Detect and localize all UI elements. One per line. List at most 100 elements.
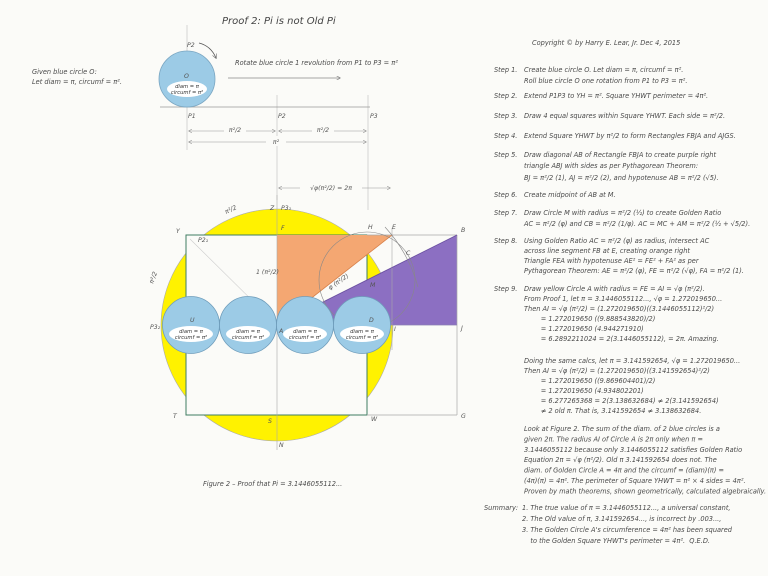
- old-pi-calc-line: = 1.272019650 ((9.869604401)/2): [524, 377, 655, 385]
- point-f: F: [281, 225, 285, 232]
- look-paragraph-line: (4π)(π) = 4π². The perimeter of Square Y…: [524, 477, 746, 485]
- step-text: BJ = π²/2 (1), AJ = π²/2 (2), and hypote…: [524, 174, 719, 182]
- label-p2: P2: [278, 113, 286, 120]
- old-pi-calc-line: = 6.277265368 = 2(3.138632684) ≠ 2(3.141…: [524, 397, 719, 405]
- point-i: I: [394, 326, 396, 333]
- point-u: U: [190, 317, 195, 324]
- look-paragraph-line: given 2π. The radius AI of Circle A is 2…: [524, 435, 703, 443]
- arc-ac: [384, 226, 419, 288]
- step-label: Step 9.: [494, 285, 517, 293]
- copyright: Copyright © by Harry E. Lear, Jr. Dec 4,…: [532, 39, 680, 47]
- step-text: Draw Circle M with radius = π²/2 (½) to …: [524, 209, 721, 217]
- step-text: From Proof 1, let π = 3.1446055112..., √…: [524, 295, 722, 303]
- arc-length-label-2: π²/2: [148, 271, 159, 285]
- step-label: Step 3.: [494, 112, 517, 120]
- blue-circle-label-oval: [283, 326, 327, 342]
- point-g: G: [461, 413, 466, 420]
- summary-line: 2. The Old value of π, 3.141592654..., i…: [522, 515, 721, 523]
- circle-o-label-oval: [167, 81, 207, 97]
- given-line-2: Let diam = π, circumf = π².: [32, 78, 122, 86]
- point-b: B: [461, 227, 465, 234]
- dim-half-2-label: π²/2: [317, 127, 329, 134]
- summary-line: 1. The true value of π = 3.1446055112...…: [522, 504, 731, 512]
- blue-circle-circumf: circumf = π²: [175, 335, 207, 341]
- step-text: Create blue circle O. Let diam = π, circ…: [524, 66, 683, 74]
- old-pi-calc-line: Doing the same calcs, let π = 3.14159265…: [524, 357, 740, 365]
- summary-line: to the Golden Square YHWT's perimeter = …: [522, 537, 710, 545]
- blue-circle-diam: diam = π: [236, 329, 261, 335]
- blue-circle-diam: diam = π: [293, 329, 318, 335]
- look-paragraph-line: Equation 2π = √φ (π²/2). Old π 3.1415926…: [524, 456, 717, 464]
- blue-circle: [333, 296, 391, 354]
- point-w: W: [371, 416, 378, 423]
- blue-circle-circumf: circumf = π²: [289, 335, 321, 341]
- blue-circle-label-oval: [226, 326, 270, 342]
- old-pi-calc-line: Then AI = √φ (π²/2) = (1.272019650)((3.1…: [524, 367, 710, 375]
- step-text: = 1.272019650 (4.944271910): [524, 325, 644, 333]
- point-t: T: [173, 413, 178, 420]
- blue-circle: [219, 296, 277, 354]
- step-label: Step 2.: [494, 92, 517, 100]
- fa-length-label: 1 (π²/2): [256, 269, 279, 276]
- old-pi-calc-line: = 1.272019650 (4.934802201): [524, 387, 644, 395]
- arc-length-label-1: π²/2: [224, 204, 238, 216]
- point-p2-1: P2₁: [198, 237, 209, 244]
- step-text: Draw diagonal AB of Rectangle FBJA to cr…: [524, 151, 716, 159]
- summary-label: Summary:: [484, 504, 518, 512]
- blue-circle-diam: diam = π: [350, 329, 375, 335]
- arc-z-label: Z: [269, 205, 275, 212]
- step-text: Using Golden Ratio AC = π²/2 (φ) as radi…: [524, 237, 710, 245]
- point-a: A: [278, 328, 283, 335]
- blue-circle-label-oval: [340, 326, 384, 342]
- blue-circle-circumf: circumf = π²: [232, 335, 264, 341]
- step-text: across line segment FB at E, creating or…: [524, 247, 690, 255]
- point-e: E: [392, 224, 396, 231]
- rotate-note: Rotate blue circle 1 revolution from P1 …: [235, 59, 398, 67]
- step-label: Step 4.: [494, 132, 517, 140]
- step-text: triangle ABJ with sides as per Pythagore…: [524, 162, 698, 170]
- step-label: Step 1.: [494, 66, 517, 74]
- circle-o-top-label: P2: [187, 42, 195, 49]
- blue-circle-diam: diam = π: [179, 329, 204, 335]
- point-n: N: [279, 442, 284, 449]
- step-text: Draw 4 equal squares within Square YHWT.…: [524, 112, 725, 120]
- step-text: Roll blue circle O one rotation from P1 …: [524, 77, 687, 85]
- point-h: H: [368, 224, 373, 231]
- label-p1: P1: [188, 113, 196, 120]
- step-text: Pythagorean Theorem: AE = π²/2 (φ), FE =…: [524, 267, 744, 275]
- blue-circle-circumf: circumf = π²: [346, 335, 378, 341]
- step-text: Then AI = √φ (π²/2) = (1.272019650)((3.1…: [524, 305, 714, 313]
- step-text: Draw yellow Circle A with radius = FE = …: [524, 285, 705, 293]
- step-text: Triangle FEA with hypotenuse AE² = FE² +…: [524, 257, 700, 265]
- point-y: Y: [176, 228, 181, 235]
- point-m: M: [370, 282, 376, 289]
- roll-construction: O diam = π circumf = π² P2 Rotate blue c…: [158, 25, 398, 210]
- rotation-arrow-icon: [198, 42, 216, 58]
- step-text: AC = π²/2 (φ) and CB = π²/2 (1/φ). AC = …: [523, 220, 750, 228]
- look-paragraph-line: Look at Figure 2. The sum of the diam. o…: [524, 425, 720, 433]
- step-text: Extend Square YHWT by π²/2 to form Recta…: [524, 132, 736, 140]
- look-paragraph-line: 3.1446055112 because only 3.1446055112 s…: [524, 446, 742, 454]
- dim-full-label: π²: [273, 139, 280, 146]
- point-s: S: [268, 418, 272, 425]
- circle-o-circumf: circumf = π²: [171, 90, 203, 96]
- step-label: Step 8.: [494, 237, 517, 245]
- page-title: Proof 2: Pi is not Old Pi: [222, 16, 336, 27]
- look-paragraph-line: diam. of Golden Circle A = 4π and the ci…: [524, 467, 724, 475]
- step-label: Step 6.: [494, 191, 517, 199]
- figure-caption: Figure 2 – Proof that Pi = 3.1446055112.…: [203, 480, 342, 488]
- point-p3-1: P3₁: [281, 205, 292, 212]
- blue-circle: [276, 296, 334, 354]
- circle-o-diam: diam = π: [175, 84, 200, 90]
- step-label: Step 5.: [494, 151, 517, 159]
- old-pi-calc-line: ≠ 2 old π. That is, 3.141592654 ≠ 3.1386…: [524, 407, 701, 415]
- point-j: J: [459, 325, 463, 332]
- label-p3: P3: [370, 113, 378, 120]
- step-text: Create midpoint of AB at M.: [524, 191, 616, 199]
- dim-sqrt-phi-label: √φ(π²/2) = 2π: [310, 185, 352, 192]
- step-text: Extend P1P3 to YH = π². Square YHWT peri…: [524, 92, 708, 100]
- point-p3-2: P3₂: [150, 324, 161, 331]
